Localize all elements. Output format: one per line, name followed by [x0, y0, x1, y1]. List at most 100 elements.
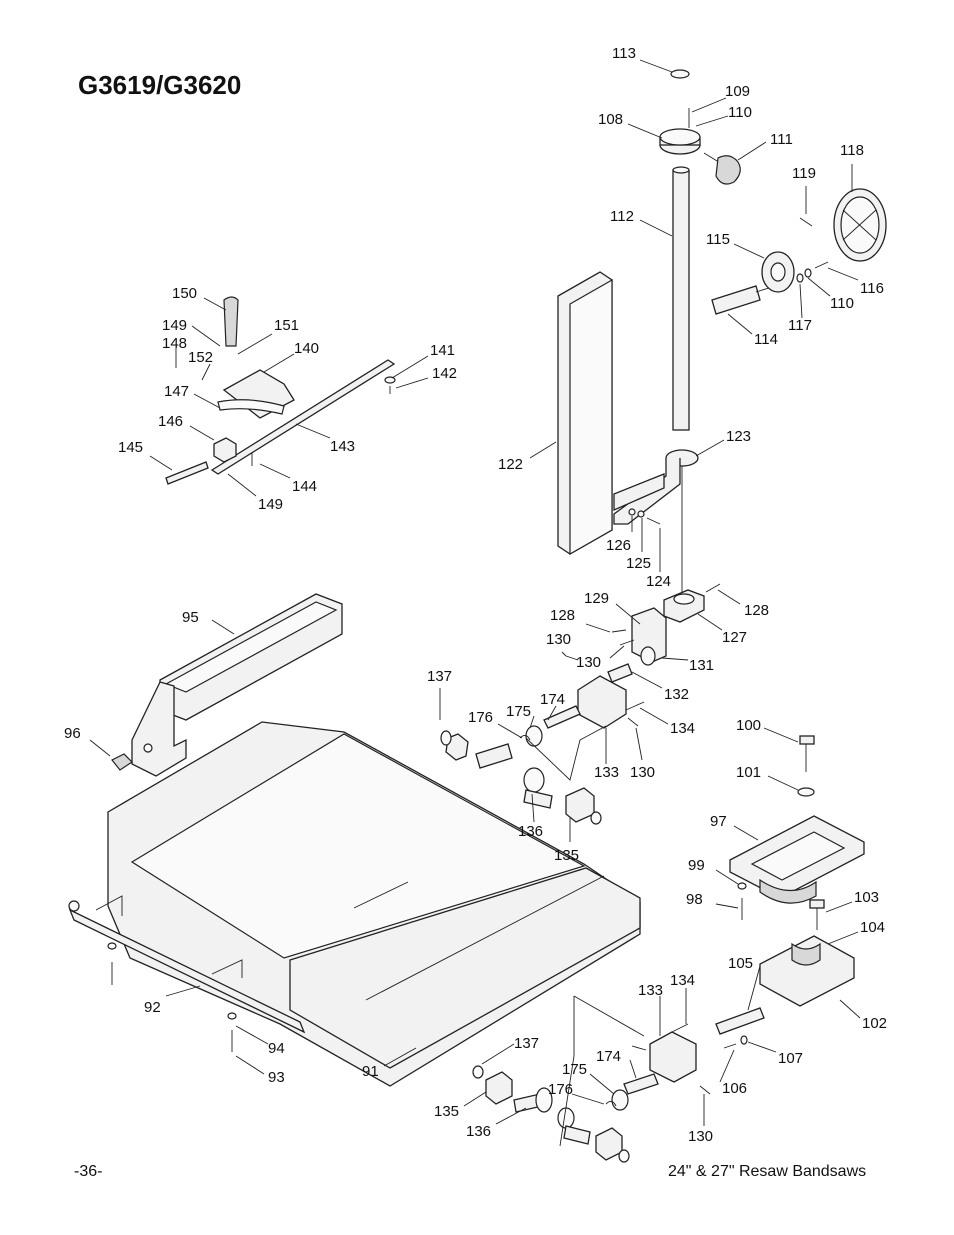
callout-119: 119 [792, 165, 816, 182]
washer-141-part [384, 376, 396, 384]
ring-lower-part [618, 1149, 630, 1163]
callout-124: 124 [646, 573, 671, 590]
stud-136a-part [475, 743, 513, 769]
washer-101-part [797, 787, 815, 797]
callout-101: 101 [736, 764, 761, 781]
callout-149-top: 149 [162, 317, 187, 334]
block-137a-part [445, 733, 469, 761]
callout-109: 109 [725, 83, 750, 100]
washer-126-part [628, 508, 636, 516]
miter-bar-143-part [210, 359, 396, 475]
stud-136a-body [523, 789, 553, 809]
callout-140: 140 [294, 340, 319, 357]
screw-130d-part [699, 1085, 711, 1095]
callout-99: 99 [688, 857, 705, 874]
miter-body-140-part [222, 369, 295, 419]
callout-106: 106 [722, 1080, 747, 1097]
callout-130-top: 130 [546, 631, 571, 648]
ring-137b-part [472, 1065, 484, 1079]
callout-130-mid: 130 [576, 654, 601, 671]
callout-118: 118 [840, 142, 864, 159]
guide-bracket-127-hole [673, 593, 695, 605]
handle-150-part [223, 296, 239, 347]
screw-130c-part [627, 717, 639, 727]
callout-133-upper: 133 [594, 764, 619, 781]
callout-92: 92 [144, 999, 161, 1016]
washer-part-3 [107, 942, 117, 950]
callout-110-lower: 110 [830, 295, 854, 312]
bearing-175b-part [611, 1089, 629, 1111]
trunnion-97-top [750, 831, 846, 881]
guide-channel-assembly [557, 271, 699, 596]
callout-127: 127 [722, 629, 747, 646]
miter-scale [217, 399, 285, 415]
callout-130-bottom: 130 [688, 1128, 713, 1145]
callout-100: 100 [736, 717, 761, 734]
callout-97: 97 [710, 813, 727, 830]
callout-134-lower: 134 [670, 972, 695, 989]
callout-174-upper: 174 [540, 691, 565, 708]
callout-146: 146 [158, 413, 183, 430]
callout-176-upper: 176 [468, 709, 493, 726]
callout-151: 151 [274, 317, 299, 334]
guide-block-133b-part [649, 1031, 697, 1083]
callout-117: 117 [788, 317, 812, 334]
callout-107: 107 [778, 1050, 803, 1067]
washer-part-2 [796, 273, 804, 283]
rail-bracket-2 [211, 959, 243, 978]
retaining-ring-part [670, 69, 690, 79]
miter-slot [365, 875, 605, 1001]
guide-block-133a-part [577, 675, 627, 729]
rail-92-end [68, 900, 80, 912]
callout-141: 141 [430, 342, 455, 359]
trunnion-assembly [715, 735, 865, 1049]
callout-142: 142 [432, 365, 457, 382]
callout-95: 95 [182, 609, 199, 626]
callout-147: 147 [164, 383, 189, 400]
leader-lines [89, 59, 861, 1147]
ring-135a-part [590, 811, 602, 825]
table-extension-part [289, 867, 641, 1069]
upper-guide-block-assembly [440, 583, 721, 825]
callout-131: 131 [689, 657, 714, 674]
collar-top [659, 128, 701, 146]
miter-gauge-assembly [165, 296, 396, 485]
bolt-124-part [646, 517, 661, 525]
callout-148: 148 [162, 335, 187, 352]
callout-91: 91 [362, 1063, 379, 1080]
screw-130a-part [565, 655, 579, 661]
rail-92-part [68, 908, 306, 1034]
bolt-130b-part [619, 639, 635, 646]
washer-94-part [227, 1012, 237, 1020]
guide-146-part [213, 437, 237, 463]
fence-bracket-hole [143, 743, 153, 753]
stud-136b-flange [535, 1087, 553, 1113]
callout-128-left: 128 [550, 607, 575, 624]
fence-bracket-part [131, 681, 187, 777]
block-135b-part [485, 1071, 513, 1105]
callout-136-lower: 136 [466, 1123, 491, 1140]
callout-96: 96 [64, 725, 81, 742]
table-assembly [68, 721, 641, 1087]
callout-108: 108 [598, 111, 623, 128]
callout-labels: 113 109 108 110 111 118 119 112 115 116 … [64, 45, 887, 1145]
callout-137-upper: 137 [427, 668, 452, 685]
callout-129: 129 [584, 590, 609, 607]
bearing-136a-part [523, 767, 545, 793]
block-135a-part [565, 787, 595, 823]
rail-bracket-1 [95, 895, 123, 916]
retaining-ring-176b-part [605, 1101, 617, 1107]
ring-137a-part [440, 730, 452, 746]
callout-152: 152 [188, 349, 213, 366]
callout-135-upper: 135 [554, 847, 579, 864]
callout-93: 93 [268, 1069, 285, 1086]
washer-125-part [637, 510, 645, 518]
handwheel-spoke-2 [842, 209, 877, 241]
callout-175-upper: 175 [506, 703, 531, 720]
bolt-128b-part [705, 583, 721, 593]
callout-116: 116 [860, 280, 884, 297]
screw-lower-part [631, 1045, 647, 1051]
callout-98: 98 [686, 891, 703, 908]
footer-model-text: 24" & 27" Resaw Bandsaws [668, 1163, 867, 1180]
